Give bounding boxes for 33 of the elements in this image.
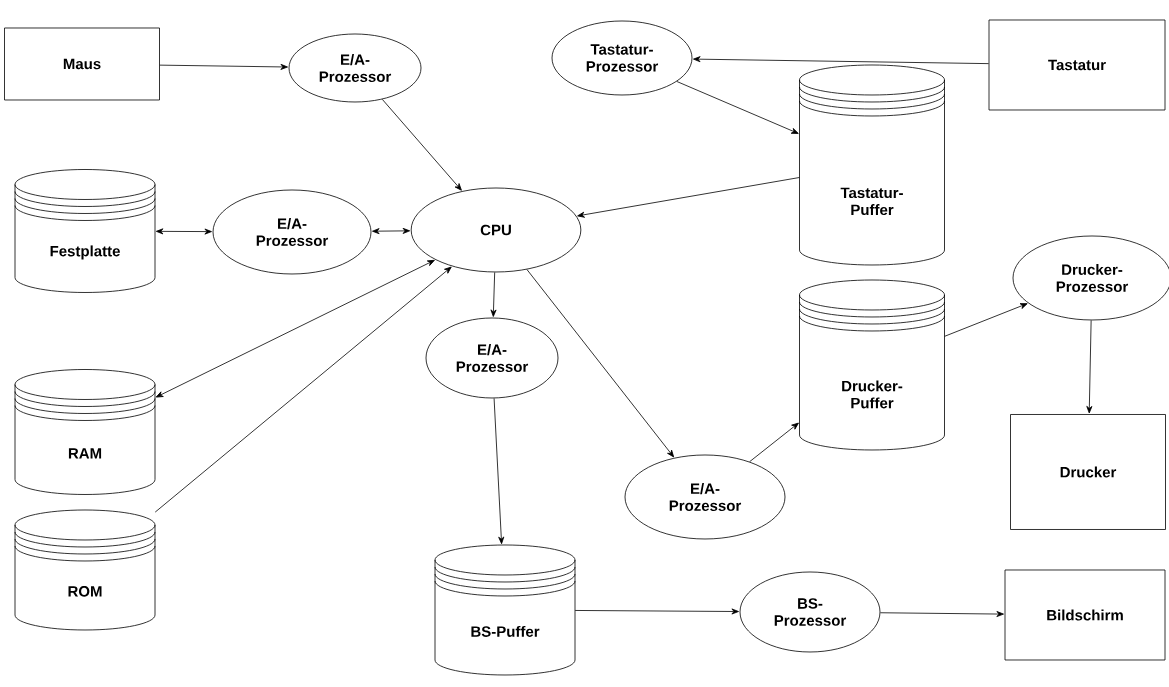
node-label: Drucker-Puffer [842,380,903,409]
node-label: ROM [68,586,102,597]
device-box: Maus [4,27,160,101]
node-label: RAM [68,448,102,459]
arrow [493,397,505,545]
arrow [155,228,212,235]
node-label: Tastatur-Puffer [840,187,903,216]
node-label: Festplatte [50,245,120,260]
arrow [577,177,800,218]
arrow [574,608,739,615]
arrow [490,272,497,317]
node-label: BS-Puffer [471,625,540,637]
arrow [372,227,411,235]
arrow [526,269,675,458]
arrow [381,98,462,191]
storage-cylinder: Tastatur-Puffer [799,64,945,266]
device-box: Bildschirm [1004,569,1166,661]
arrow [1086,320,1093,414]
storage-cylinder: Festplatte [14,169,156,293]
storage-cylinder: BS-Puffer [434,544,576,676]
storage-cylinder: RAM [14,369,156,495]
device-box: Tastatur [988,19,1166,111]
arrow [155,259,435,398]
device-box: Drucker [1010,414,1166,530]
arrow [880,611,1004,617]
arrow [154,266,452,513]
arrow [676,81,799,134]
arrow [749,422,799,463]
arrow [944,303,1028,337]
arrow [693,56,989,65]
storage-cylinder: ROM [14,509,156,631]
storage-cylinder: Drucker-Puffer [799,279,945,451]
arrow [159,63,288,70]
